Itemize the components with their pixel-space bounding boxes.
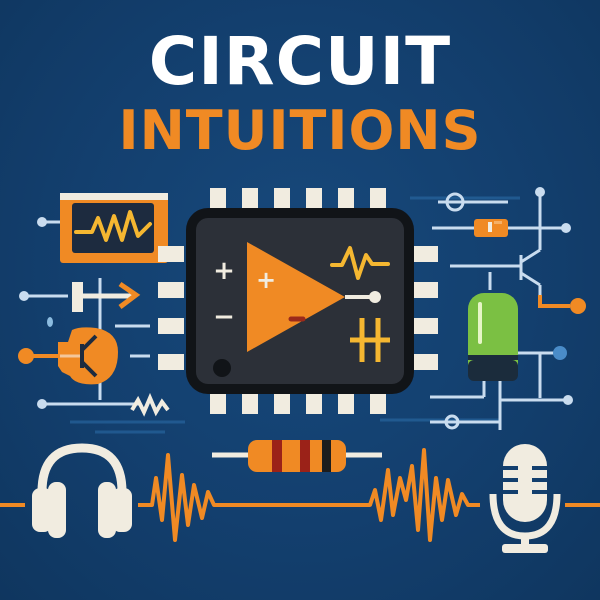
op-amp-chip-icon — [186, 208, 414, 394]
transistor-icon-left — [18, 327, 118, 385]
plus-symbol: + — [213, 256, 235, 286]
capacitor-icon — [468, 293, 518, 381]
headphones-icon — [32, 443, 132, 538]
transistor-icon — [519, 248, 542, 298]
resistor-icon — [212, 440, 382, 472]
chip-pins — [158, 188, 438, 414]
minus-symbol: − — [213, 302, 235, 332]
microphone-icon — [489, 444, 561, 553]
amp-plus-symbol: + — [256, 266, 276, 294]
oscilloscope-icon — [60, 193, 168, 263]
right-traces — [430, 192, 568, 430]
resistor-zigzag-icon — [130, 392, 170, 417]
waveform-icon — [0, 448, 600, 542]
title-circuit: CIRCUIT — [148, 23, 452, 100]
diode-icon — [72, 281, 141, 312]
small-diode-icon — [474, 219, 508, 237]
title-intuitions: INTUITIONS — [118, 99, 482, 162]
